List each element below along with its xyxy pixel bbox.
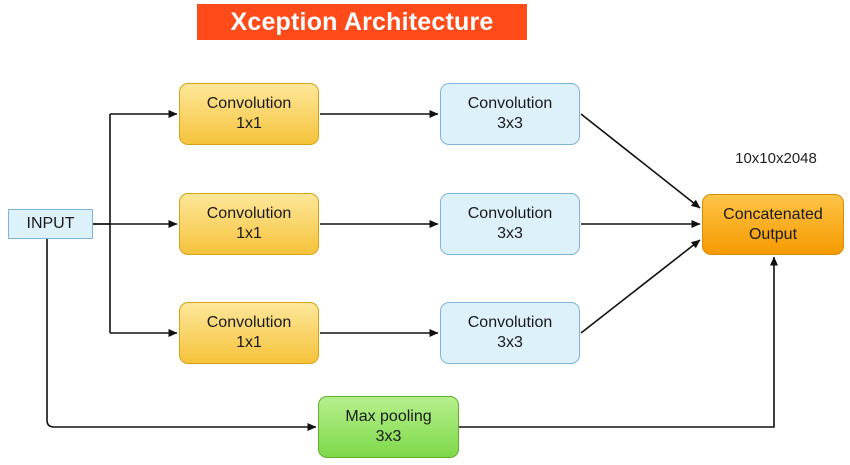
arrow-maxpool-to-output [459,256,778,428]
output-label-line1: Concatenated [723,205,823,223]
conv1x1-size: 1x1 [236,334,262,351]
conv3x3-label: Convolution [467,205,553,222]
arrow-conv3-top-to-output [580,113,701,209]
conv1x1-label: Convolution [206,205,292,222]
conv1x1-label: Convolution [206,314,292,331]
output-shape-label: 10x10x2048 [735,150,817,167]
conv1x1-label: Convolution [206,95,292,112]
maxpool-label: Max pooling [345,408,432,425]
conv1x1-node-middle: Convolution 1x1 [179,193,319,255]
output-label-line2: Output [748,225,798,243]
maxpool-node: Max pooling 3x3 [318,396,459,458]
conv3x3-size: 3x3 [497,225,523,242]
conv1x1-size: 1x1 [236,115,262,132]
conv3x3-node-top: Convolution 3x3 [440,83,580,145]
conv1x1-node-bottom: Convolution 1x1 [179,302,319,364]
diagram-title: Xception Architecture [197,4,527,40]
concatenated-output-node: Concatenated Output [702,194,844,255]
conv3x3-size: 3x3 [497,115,523,132]
conv1x1-node-top: Convolution 1x1 [179,83,319,145]
maxpool-size: 3x3 [375,428,402,445]
conv3x3-label: Convolution [467,314,553,331]
input-label: INPUT [26,215,75,232]
conv1x1-size: 1x1 [236,225,262,242]
arrow-input-to-maxpool [46,239,317,431]
conv3x3-node-bottom: Convolution 3x3 [440,302,580,364]
conv3x3-label: Convolution [467,95,553,112]
input-node: INPUT [8,209,93,239]
conv3x3-node-middle: Convolution 3x3 [440,193,580,255]
conv3x3-size: 3x3 [497,334,523,351]
arrow-conv3-bottom-to-output [580,239,701,334]
